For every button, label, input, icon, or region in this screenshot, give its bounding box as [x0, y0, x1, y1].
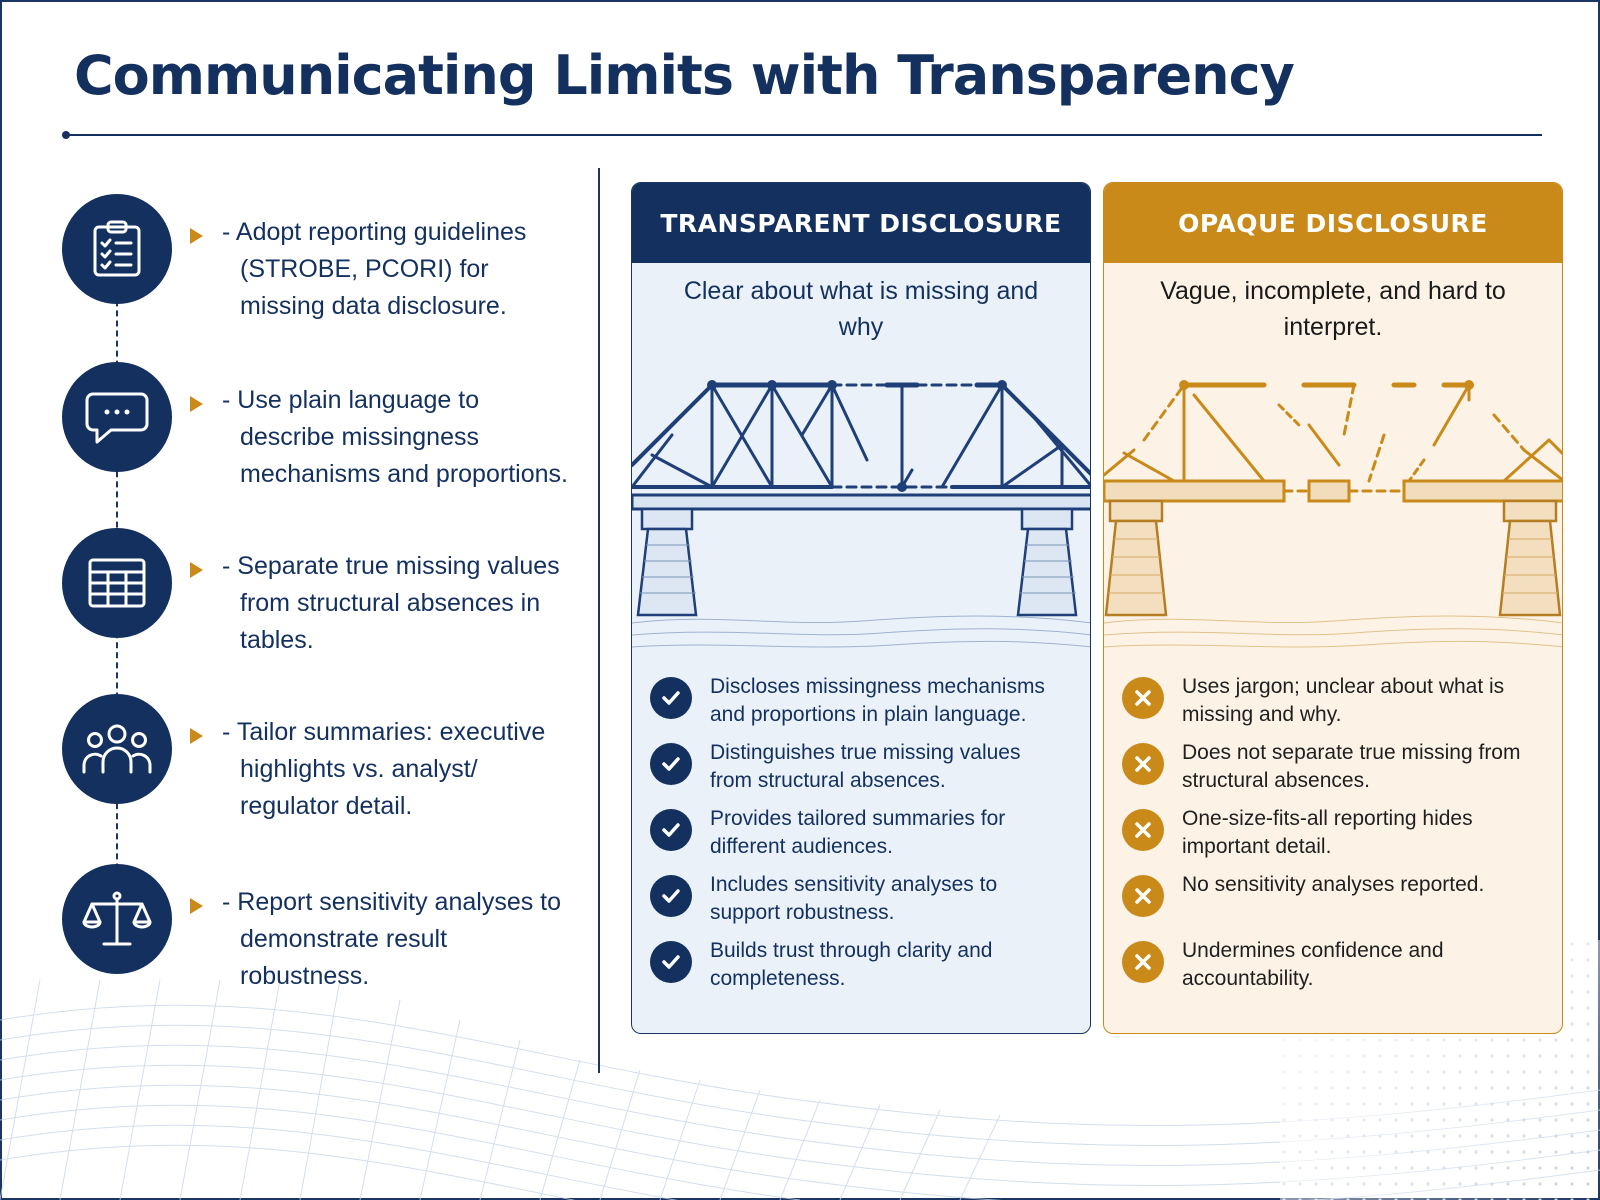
step-item: - Report sensitivity analyses to demonst…: [62, 864, 582, 1014]
x-mark-icon: [1122, 677, 1164, 719]
x-mark-icon: [1122, 875, 1164, 917]
check-icon: [650, 743, 692, 785]
check-icon: [650, 809, 692, 851]
list-item: Undermines confidence and accountability…: [1122, 937, 1562, 1003]
speech-bubble-icon: [62, 362, 172, 472]
step-item: - Separate true missing values from stru…: [62, 528, 582, 678]
table-grid-icon: [62, 528, 172, 638]
opaque-disclosure-panel: OPAQUE DISCLOSURE Vague, incomplete, and…: [1103, 182, 1563, 1034]
panel-subtitle: Vague, incomplete, and hard to interpret…: [1160, 277, 1506, 341]
column-divider: [598, 168, 600, 1073]
list-item: Includes sensitivity analyses to support…: [650, 871, 1090, 937]
step-arrow-icon: [190, 898, 203, 914]
step-arrow-icon: [190, 728, 203, 744]
bullet-text: Distinguishes true missing values from s…: [710, 741, 1021, 792]
broken-bridge-illustration: [1104, 380, 1562, 648]
check-icon: [650, 875, 692, 917]
x-mark-icon: [1122, 809, 1164, 851]
page-title: Communicating Limits with Transparency: [74, 44, 1295, 107]
step-arrow-icon: [190, 396, 203, 412]
check-icon: [650, 677, 692, 719]
step-text: - Adopt reporting guidelines (STROBE, PC…: [222, 218, 527, 320]
bullet-text: Provides tailored summaries for differen…: [710, 807, 1006, 858]
list-item: Distinguishes true missing values from s…: [650, 739, 1090, 805]
step-text: - Report sensitivity analyses to demonst…: [222, 888, 562, 990]
panel-heading: OPAQUE DISCLOSURE: [1104, 183, 1562, 263]
list-item: Builds trust through clarity and complet…: [650, 937, 1090, 1003]
panel-subtitle: Clear about what is missing and why: [683, 277, 1039, 341]
list-item: Uses jargon; unclear about what is missi…: [1122, 673, 1562, 739]
list-item: One-size-fits-all reporting hides import…: [1122, 805, 1562, 871]
list-item: Does not separate true missing from stru…: [1122, 739, 1562, 805]
title-divider: [62, 131, 1542, 139]
balance-scale-icon: [62, 864, 172, 974]
transparent-disclosure-panel: TRANSPARENT DISCLOSURE Clear about what …: [631, 182, 1091, 1034]
step-text: - Use plain language to describe missing…: [222, 386, 568, 488]
bullet-text: Includes sensitivity analyses to support…: [710, 873, 998, 924]
bullet-text: One-size-fits-all reporting hides import…: [1182, 807, 1473, 858]
bullet-text: Discloses missingness mechanisms and pro…: [710, 675, 1045, 726]
x-mark-icon: [1122, 941, 1164, 983]
step-text: - Tailor summaries: executive highlights…: [222, 718, 546, 820]
step-arrow-icon: [190, 228, 203, 244]
bullet-text: Undermines confidence and accountability…: [1182, 939, 1444, 990]
complete-bridge-illustration: [632, 380, 1090, 648]
step-arrow-icon: [190, 562, 203, 578]
step-item: - Use plain language to describe missing…: [62, 362, 582, 512]
list-item: Provides tailored summaries for differen…: [650, 805, 1090, 871]
x-mark-icon: [1122, 743, 1164, 785]
step-text: - Separate true missing values from stru…: [222, 552, 560, 654]
check-icon: [650, 941, 692, 983]
people-group-icon: [62, 694, 172, 804]
bullet-text: Builds trust through clarity and complet…: [710, 939, 993, 990]
bullet-text: No sensitivity analyses reported.: [1182, 873, 1485, 896]
list-item: Discloses missingness mechanisms and pro…: [650, 673, 1090, 739]
panel-heading: TRANSPARENT DISCLOSURE: [632, 183, 1090, 263]
transparent-bullets: Discloses missingness mechanisms and pro…: [632, 655, 1090, 1003]
bullet-text: Does not separate true missing from stru…: [1182, 741, 1521, 792]
list-item: No sensitivity analyses reported.: [1122, 871, 1562, 937]
step-item: - Tailor summaries: executive highlights…: [62, 694, 582, 844]
bullet-text: Uses jargon; unclear about what is missi…: [1182, 675, 1505, 726]
step-item: - Adopt reporting guidelines (STROBE, PC…: [62, 194, 582, 344]
opaque-bullets: Uses jargon; unclear about what is missi…: [1104, 655, 1562, 1003]
clipboard-checklist-icon: [62, 194, 172, 304]
